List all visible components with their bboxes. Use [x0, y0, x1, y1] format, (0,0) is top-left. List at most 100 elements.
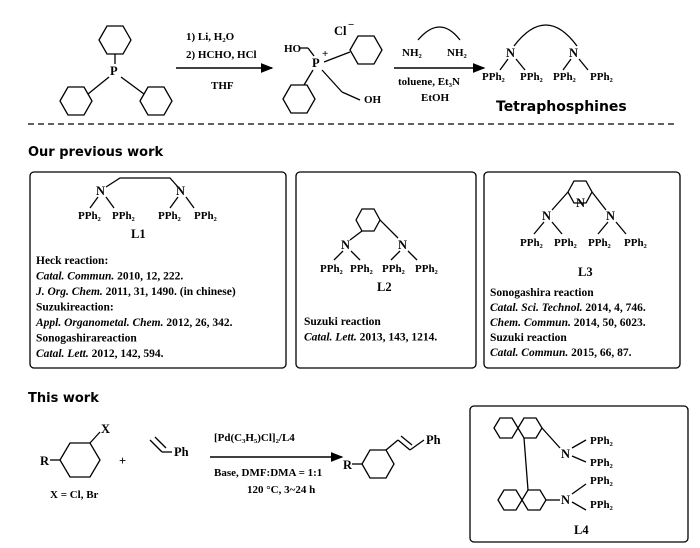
l4-n-top: N	[561, 447, 570, 461]
l1-label: L1	[131, 227, 146, 241]
ligand-l3-structure: N N N PPh₂ PPh₂ PPh₂ PPh₂ L3	[520, 180, 648, 279]
l3-pph2-2: PPh₂	[554, 237, 578, 249]
citation-details: 2014, 50, 6023.	[571, 317, 646, 329]
reaction-type-label: Sonogashira reaction	[490, 287, 594, 299]
l1-pph2-4: PPh₂	[194, 210, 218, 222]
citation-details: 2010, 12, 222.	[114, 271, 183, 283]
product-pph2-4: PPh₂	[590, 71, 614, 83]
ph3p-phosphorus-label: P	[110, 64, 118, 78]
reaction-type-label: Sonogashirareaction	[36, 333, 137, 345]
citation-details: 2011, 31, 1490. (in chinese)	[103, 286, 236, 298]
citation-details: 2013, 143, 1214.	[357, 332, 438, 344]
ligand-l4-box	[469, 405, 689, 543]
l4-pph2-3: PPh₂	[590, 475, 614, 487]
stilbene-r: R	[343, 458, 353, 472]
l1-pph2-1: PPh₂	[78, 210, 102, 222]
l3-label: L3	[578, 265, 593, 279]
product-title: Tetraphosphines	[496, 99, 627, 115]
l2-n-left: N	[341, 238, 350, 252]
reaction-type-label: Suzuki reaction	[490, 332, 567, 344]
salt-chloride-charge: −	[348, 19, 354, 31]
diamine-left-amine: NH₂	[402, 47, 423, 59]
l2-pph2-4: PPh₂	[415, 263, 439, 275]
citation-details: 2012, 26, 342.	[163, 317, 232, 329]
aryl-halide-structure: X R X = Cl, Br	[40, 422, 110, 501]
l1-n-left: N	[96, 184, 105, 198]
product-pph2-3: PPh₂	[553, 71, 577, 83]
step1-reagent-2: 2) HCHO, HCl	[186, 49, 257, 61]
product-n-right: N	[569, 46, 578, 60]
product-pph2-2: PPh₂	[520, 71, 544, 83]
journal-name: Catal. Commun.	[36, 271, 114, 283]
l4-label: L4	[574, 523, 589, 537]
literature-reference: Chem. Commun. 2014, 50, 6023.	[490, 317, 646, 329]
l2-pph2-2: PPh₂	[350, 263, 374, 275]
l3-pph2-1: PPh₂	[520, 237, 544, 249]
l1-references: Heck reaction: Catal. Commun. 2010, 12, 2…	[35, 255, 236, 360]
this-work-heading: This work	[28, 391, 99, 406]
journal-name: Catal. Commun.	[490, 347, 568, 359]
heck-reaction-arrow: [Pd(C₃H₅)Cl]₂/L4 Base, DMF:DMA = 1:1 120…	[210, 432, 344, 496]
ligand-l4-structure: N N PPh₂ PPh₂ PPh₂ PPh₂ L4	[493, 417, 614, 537]
journal-name: Catal. Sci. Technol.	[490, 302, 583, 314]
ligand-l2-structure: N N PPh₂ PPh₂ PPh₂ PPh₂ L2	[320, 208, 439, 294]
literature-reference: Appl. Organometal. Chem. 2012, 26, 342.	[35, 317, 233, 329]
journal-name: Appl. Organometal. Chem.	[35, 317, 163, 329]
salt-phosphorus-charge: +	[322, 48, 328, 60]
literature-reference: Catal. Sci. Technol. 2014, 4, 746.	[490, 302, 646, 314]
l1-pph2-3: PPh₂	[158, 210, 182, 222]
step2-condition-1: toluene, Et₃N	[398, 76, 460, 88]
ligand-l1-box	[29, 171, 287, 369]
journal-name: Catal. Lett.	[304, 332, 357, 344]
salt-chloride-label: Cl	[334, 24, 347, 38]
salt-phosphorus-label: P	[312, 56, 320, 70]
l3-pph2-4: PPh₂	[624, 237, 648, 249]
l1-n-right: N	[176, 184, 185, 198]
citation-details: 2012, 142, 594.	[89, 348, 164, 360]
reaction-type-label: Heck reaction:	[36, 255, 108, 267]
l3-n-right: N	[606, 209, 615, 223]
citation-details: 2014, 4, 746.	[583, 302, 646, 314]
l4-pph2-2: PPh₂	[590, 457, 614, 469]
step1-reagent-1: 1) Li, H₂O	[186, 31, 235, 43]
heck-condition-1: Base, DMF:DMA = 1:1	[214, 467, 322, 479]
l2-pph2-1: PPh₂	[320, 263, 344, 275]
diamine-right-amine: NH₂	[447, 47, 468, 59]
journal-name: J. Org. Chem.	[35, 286, 103, 298]
reaction-type-label: Suzukireaction:	[36, 302, 114, 314]
heck-condition-2: 120 °C, 3~24 h	[247, 484, 315, 496]
salt-left-hydroxy: HO	[284, 43, 302, 55]
aryl-halide-r: R	[40, 454, 50, 468]
journal-name: Chem. Commun.	[490, 317, 571, 329]
l3-pyridine-n: N	[576, 196, 585, 210]
step2-condition-2: EtOH	[421, 92, 450, 104]
l3-pph2-3: PPh₂	[588, 237, 612, 249]
step1-solvent: THF	[211, 80, 234, 92]
ligand-l2-box	[295, 171, 477, 369]
l1-pph2-2: PPh₂	[112, 210, 136, 222]
journal-name: Catal. Lett.	[36, 348, 89, 360]
l4-pph2-1: PPh₂	[590, 435, 614, 447]
l2-n-right: N	[398, 238, 407, 252]
aryl-halide-caption: X = Cl, Br	[50, 489, 99, 501]
salt-right-hydroxy: OH	[364, 94, 382, 106]
product-pph2-1: PPh₂	[482, 71, 506, 83]
tetraphosphine-product-structure: N N PPh₂ PPh₂ PPh₂ PPh₂ Tetraphosphines	[482, 24, 627, 115]
literature-reference: Catal. Commun. 2015, 66, 87.	[490, 347, 632, 359]
step1-arrow: 1) Li, H₂O 2) HCHO, HCl THF	[176, 31, 274, 92]
literature-reference: Catal. Lett. 2012, 142, 594.	[36, 348, 164, 360]
l2-label: L2	[377, 280, 392, 294]
aryl-halide-x: X	[101, 422, 110, 436]
reaction-type-label: Suzuki reaction	[304, 316, 381, 328]
l2-pph2-3: PPh₂	[382, 263, 406, 275]
phosphonium-salt-structure: P + Cl − HO OH	[282, 19, 383, 114]
literature-reference: Catal. Lett. 2013, 143, 1214.	[304, 332, 437, 344]
styrene-ph: Ph	[174, 445, 189, 459]
literature-reference: J. Org. Chem. 2011, 31, 1490. (in chines…	[35, 286, 236, 298]
ligand-l1-structure: N N PPh₂ PPh₂ PPh₂ PPh₂ L1	[78, 177, 218, 241]
l4-n-bottom: N	[561, 493, 570, 507]
step2-arrow: NH₂ NH₂ toluene, Et₃N EtOH	[394, 26, 486, 104]
styrene-structure: Ph	[149, 436, 189, 459]
